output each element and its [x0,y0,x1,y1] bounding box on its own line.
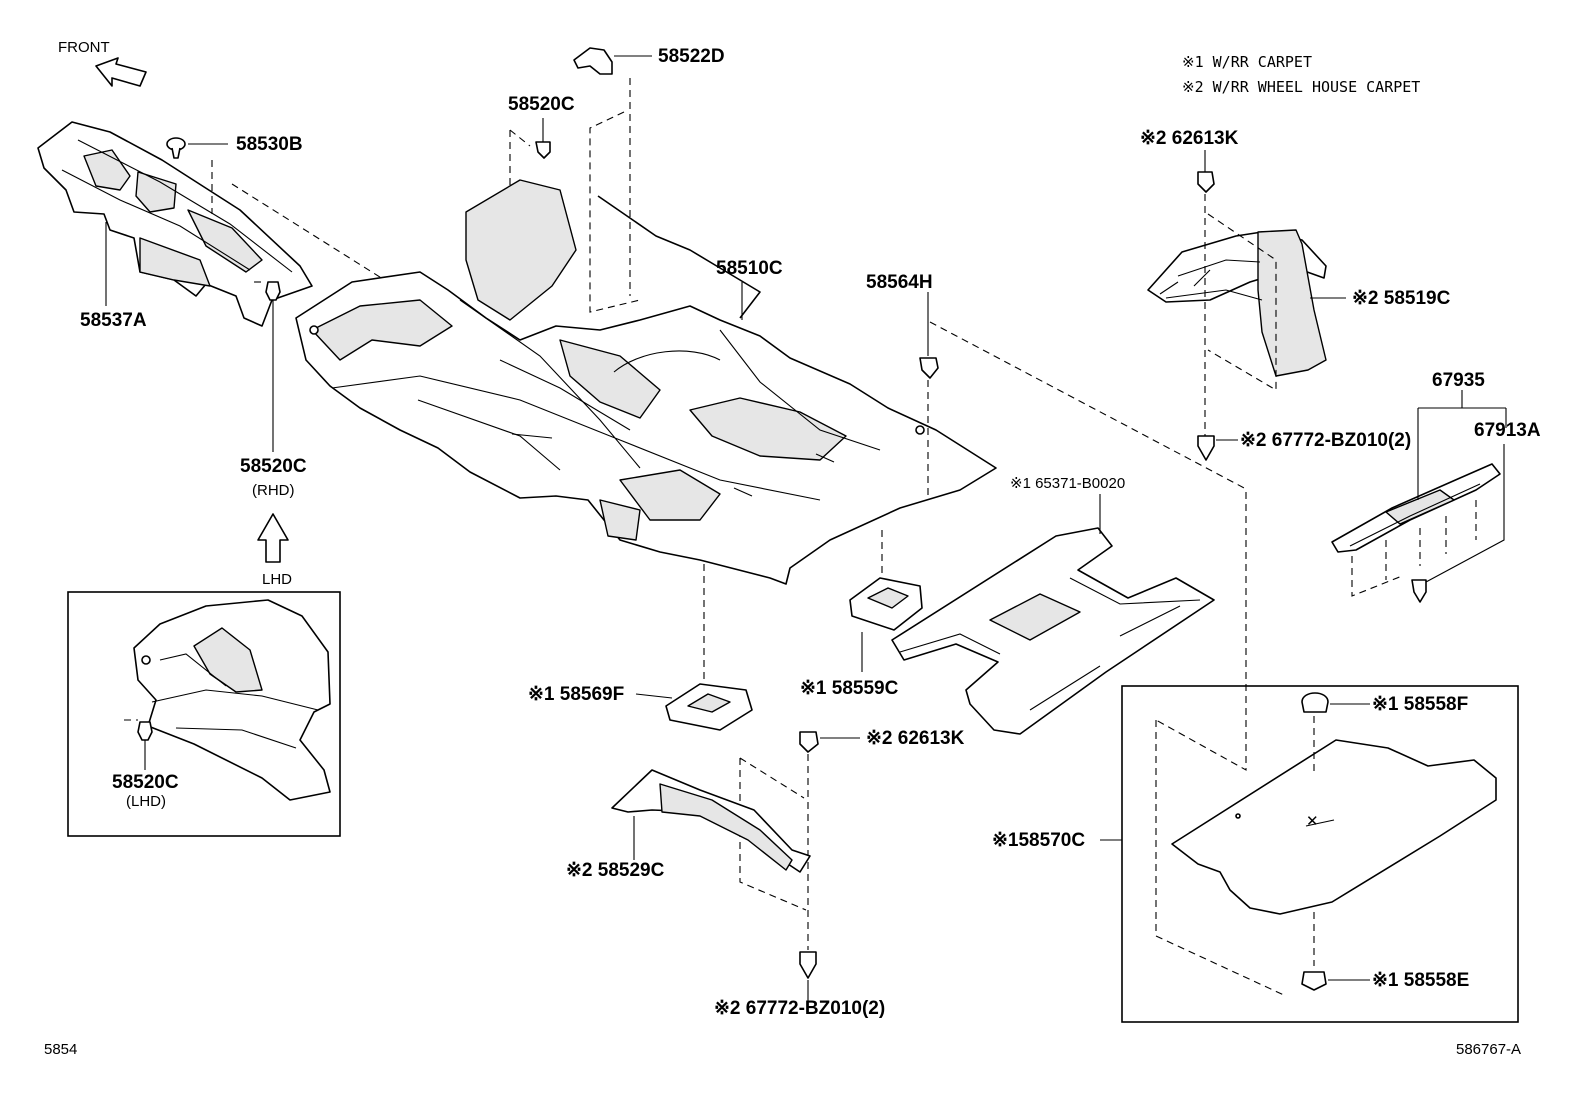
label-58564H: 58564H [866,272,933,293]
part-58564H: 58564H [866,272,1249,580]
label-67772-bottom: ※2 67772-BZ010(2) [714,998,885,1019]
label-58558F: ※1 58558F [1372,694,1468,715]
label-62613K-bottom: ※2 62613K [866,728,965,749]
label-lhd-arrow: LHD [262,571,292,588]
part-58519C-drawing [1147,229,1327,377]
part-58520C-top: 58520C [508,94,575,190]
callout-58569F: ※1 58569F [528,684,673,705]
callout-58537A: 58537A [80,222,147,331]
part-58510C-drawing [295,179,997,585]
rear-deck-inset: ✕ ※1 58558F ※1 58558E [1121,492,1519,1023]
front-indicator: FRONT [58,39,147,87]
lhd-inset: 58520C (LHD) [67,591,341,837]
label-65371: ※1 65371-B0020 [1010,475,1125,492]
part-58559C-drawing [849,577,923,631]
label-67935: 67935 [1432,370,1485,391]
part-67772-top: ※2 67772-BZ010(2) [1197,430,1411,461]
label-58570C: ※158570C [992,830,1085,851]
label-rhd-note: (RHD) [252,482,295,499]
label-lhd-note: (LHD) [126,793,166,810]
label-58520C-top: 58520C [508,94,575,115]
front-arrow-icon [95,57,147,87]
up-arrow-icon [257,513,289,563]
callout-58559C: ※1 58559C [800,632,899,699]
callout-58529C: ※2 58529C [566,816,665,881]
part-58529C-drawing [611,769,811,873]
part-58569F-drawing [665,564,753,731]
label-58520C-rhd: 58520C [240,456,307,477]
label-58569F: ※1 58569F [528,684,624,705]
label-58529C: ※2 58529C [566,860,665,881]
label-58520C-lhd: 58520C [112,772,179,793]
part-65371-drawing [891,527,1215,735]
part-58530B: 58530B [166,134,303,214]
callout-58510C: 58510C [716,258,783,320]
label-67772-top: ※2 67772-BZ010(2) [1240,430,1411,451]
part-67913A-drawing [1331,463,1501,597]
label-67913A: 67913A [1474,420,1541,441]
label-58519C: ※2 58519C [1352,288,1451,309]
note-2: ※2 W/RR WHEEL HOUSE CARPET [1182,78,1420,96]
label-58522D: 58522D [658,46,725,67]
notes-block: ※1 W/RR CARPET ※2 W/RR WHEEL HOUSE CARPE… [1182,53,1420,96]
note-1: ※1 W/RR CARPET [1182,53,1312,71]
label-62613K-top: ※2 62613K [1140,128,1239,149]
callout-58570C: ※158570C [992,830,1122,851]
label-58558E: ※1 58558E [1372,970,1469,991]
drawing-id: 586767-A [1456,1041,1521,1058]
callout-65371: ※1 65371-B0020 [1010,475,1125,534]
part-58522D: 58522D [573,46,725,313]
label-58537A: 58537A [80,310,147,331]
label-58530B: 58530B [236,134,303,155]
callout-67935: 67935 67913A [1411,370,1541,603]
part-58537A-drawing [37,121,313,327]
callout-58519C: ※2 58519C [1310,288,1451,309]
front-label: FRONT [58,39,110,56]
part-58520C-rhd: 58520C (RHD) LHD [240,281,307,588]
carpet-symbol-icon: ✕ [1306,813,1319,830]
part-62613K-top: ※2 62613K [1140,128,1277,440]
part-62613K-bottom: ※2 62613K [739,728,965,950]
label-58510C: 58510C [716,258,783,279]
page-code: 5854 [44,1041,77,1058]
label-58559C: ※1 58559C [800,678,899,699]
part-67772-bottom: ※2 67772-BZ010(2) [714,951,885,1019]
